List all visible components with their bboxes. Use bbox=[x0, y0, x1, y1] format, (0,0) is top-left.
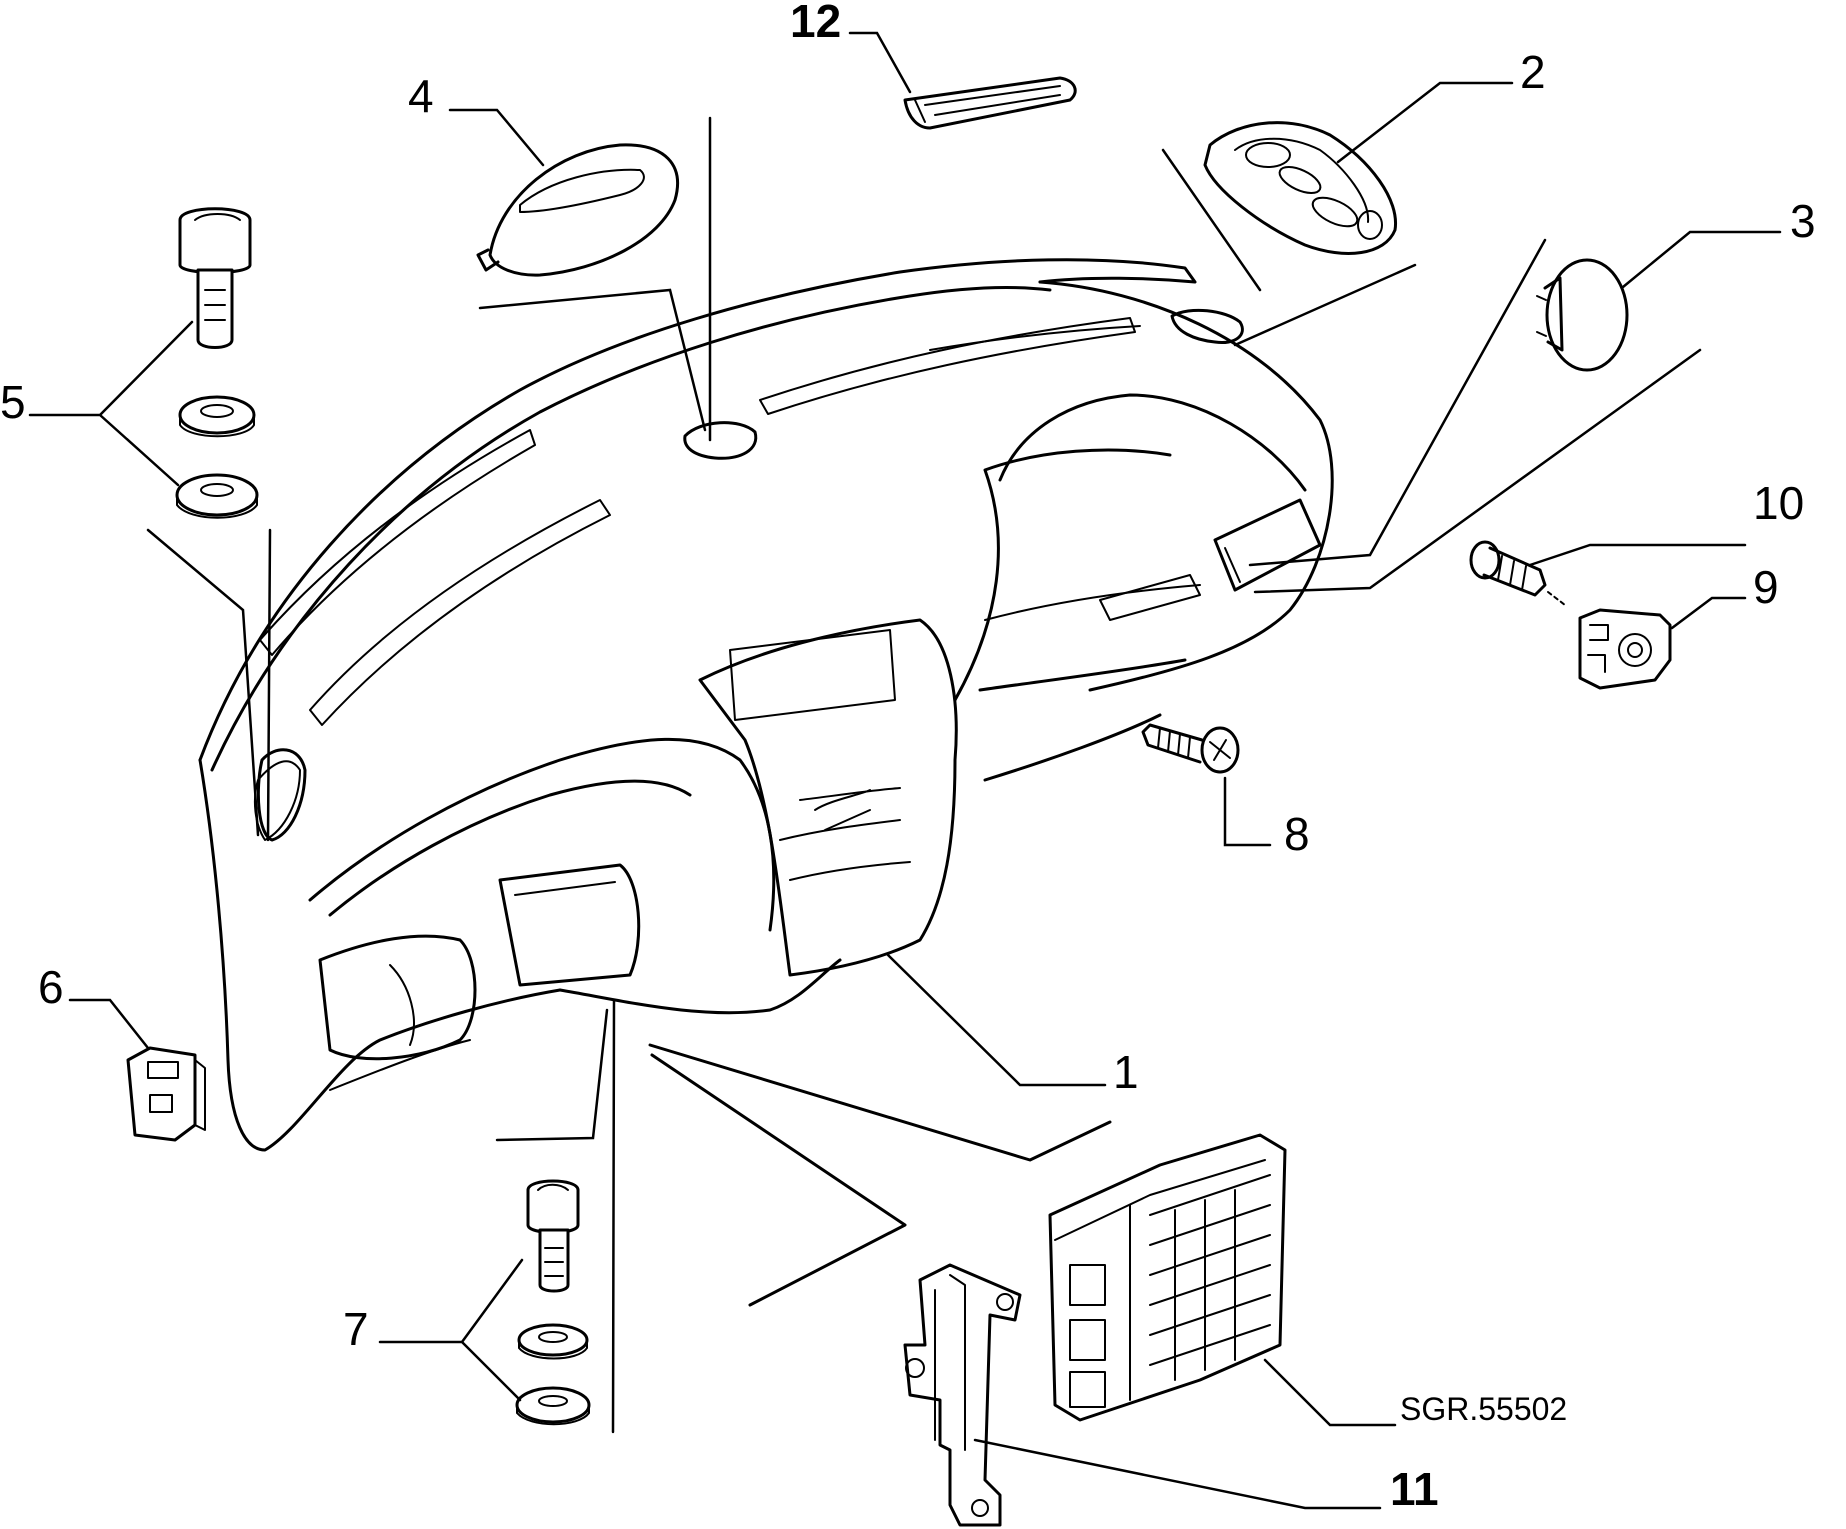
callout-1: 1 bbox=[1113, 1046, 1139, 1098]
callout-leaders bbox=[28, 31, 1782, 1510]
part-6-clip bbox=[126, 1046, 206, 1142]
callout-labels: 1 2 3 4 5 6 7 8 9 10 11 12 SGR.55502 bbox=[0, 0, 1816, 1515]
part-4-cover bbox=[476, 143, 758, 460]
callout-12: 12 bbox=[790, 0, 841, 47]
part-5-bolt-washers bbox=[146, 207, 307, 842]
control-unit-fusebox bbox=[1048, 1133, 1287, 1422]
part-7-bolt-washers bbox=[495, 998, 616, 1434]
callout-11: 11 bbox=[1390, 1463, 1439, 1515]
assembly-lines bbox=[478, 116, 1702, 1307]
callout-4: 4 bbox=[408, 70, 434, 122]
part-11-bracket bbox=[903, 1263, 1022, 1527]
part-10-bolt bbox=[1469, 540, 1566, 606]
callout-5: 5 bbox=[0, 376, 26, 428]
callout-6: 6 bbox=[38, 961, 64, 1013]
callout-10: 10 bbox=[1753, 477, 1804, 529]
callout-8: 8 bbox=[1284, 808, 1310, 860]
callout-2: 2 bbox=[1520, 46, 1546, 98]
part-3-cap bbox=[1536, 258, 1629, 372]
part-9-bracket bbox=[1578, 608, 1672, 690]
part-8-screw bbox=[1141, 723, 1240, 774]
callout-7: 7 bbox=[343, 1303, 369, 1355]
reference-code: SGR.55502 bbox=[1400, 1391, 1567, 1427]
part-2-vent-panel bbox=[1170, 121, 1398, 345]
callout-3: 3 bbox=[1790, 195, 1816, 247]
part-12-trim-strip bbox=[903, 76, 1077, 130]
part-1-dashboard bbox=[198, 258, 1334, 1152]
callout-9: 9 bbox=[1753, 561, 1779, 613]
